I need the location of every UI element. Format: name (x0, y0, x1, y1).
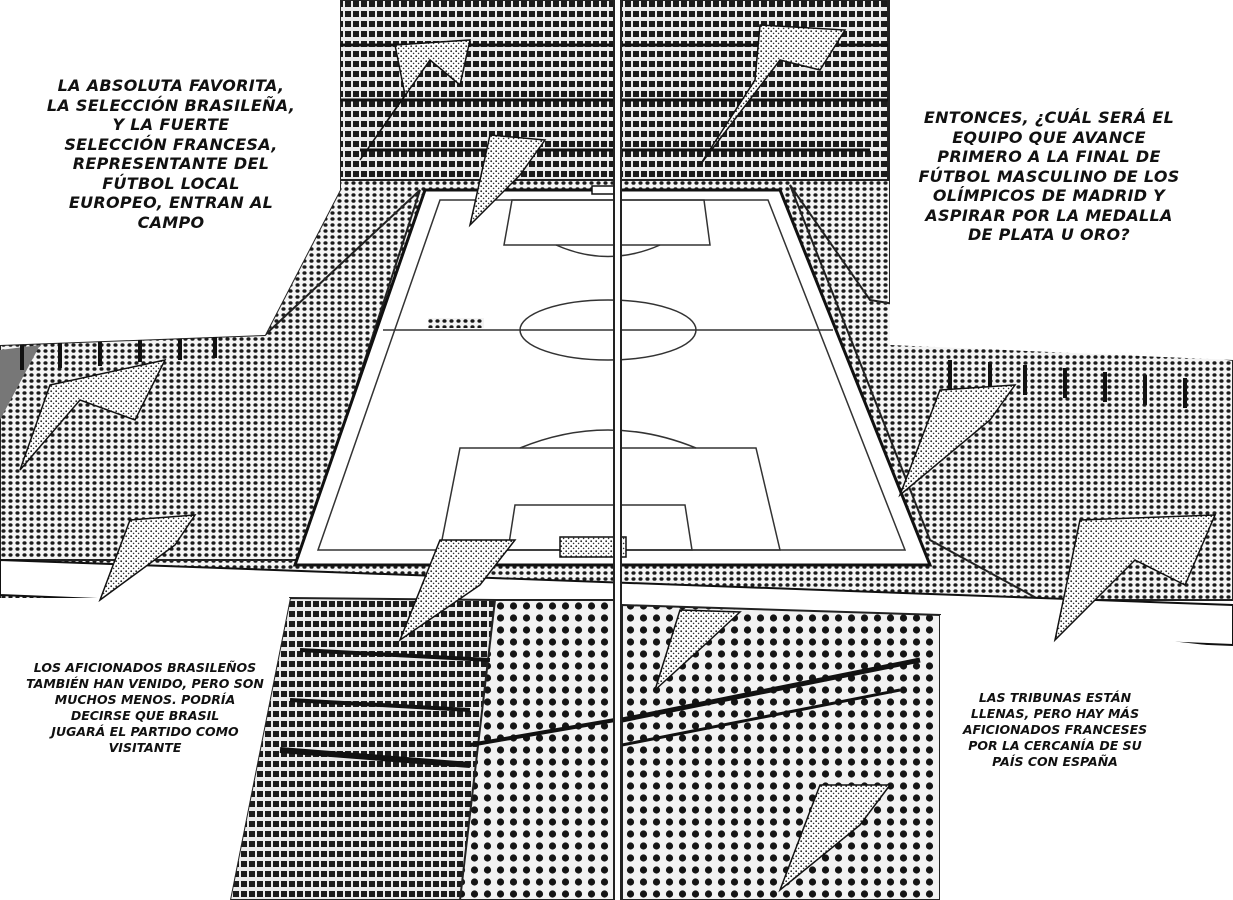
caption-line: REPRESENTANTE DEL (72, 154, 270, 174)
caption-line: FÚTBOL MASCULINO DE LOS (918, 166, 1180, 186)
caption-line: ENTONCES, ¿CUÁL SERÁ EL (923, 108, 1175, 127)
caption-line: Y LA FUERTE (112, 115, 230, 135)
caption-line: EUROPEO, ENTRAN AL (68, 193, 274, 213)
caption-line: SELECCIÓN FRANCESA, (64, 134, 278, 154)
caption-line: AFICIONADOS FRANCESES (962, 722, 1148, 737)
caption-line: VISITANTE (108, 740, 182, 755)
caption-line: PAÍS CON ESPAÑA (992, 754, 1118, 769)
caption-line: JUGARÁ EL PARTIDO COMO (51, 724, 239, 739)
caption-line: LA SELECCIÓN BRASILEÑA, (46, 95, 296, 115)
caption-line: LA ABSOLUTA FAVORITA, (57, 76, 285, 95)
caption-line: TAMBIÉN HAN VENIDO, PERO SON (26, 676, 264, 691)
caption-line: PRIMERO A LA FINAL DE (937, 147, 1161, 167)
caption-line: EQUIPO QUE AVANCE (952, 127, 1146, 147)
caption-line: LLENAS, PERO HAY MÁS (970, 706, 1140, 721)
effect-shapes (19, 24, 1217, 893)
caption-line: DE PLATA U ORO? (967, 225, 1131, 245)
lower-left-stands (228, 596, 616, 900)
football-pitch (292, 185, 933, 567)
caption-line: DECIRSE QUE BRASIL (70, 708, 220, 723)
caption-line: MUCHOS MENOS. PODRÍA (54, 692, 236, 707)
caption-line: ASPIRAR POR LA MEDALLA (925, 205, 1173, 225)
caption-line: FÚTBOL LOCAL (102, 173, 240, 193)
caption-top-left: LA ABSOLUTA FAVORITA,LA SELECCIÓN BRASIL… (40, 76, 302, 232)
caption-line: LAS TRIBUNAS ESTÁN (978, 690, 1132, 705)
caption-line: POR LA CERCANÍA DE SU (968, 738, 1142, 753)
caption-line: OLÍMPICOS DE MADRID Y (932, 186, 1166, 206)
caption-line: LOS AFICIONADOS BRASILEÑOS (33, 660, 257, 675)
caption-line: CAMPO (137, 212, 205, 232)
